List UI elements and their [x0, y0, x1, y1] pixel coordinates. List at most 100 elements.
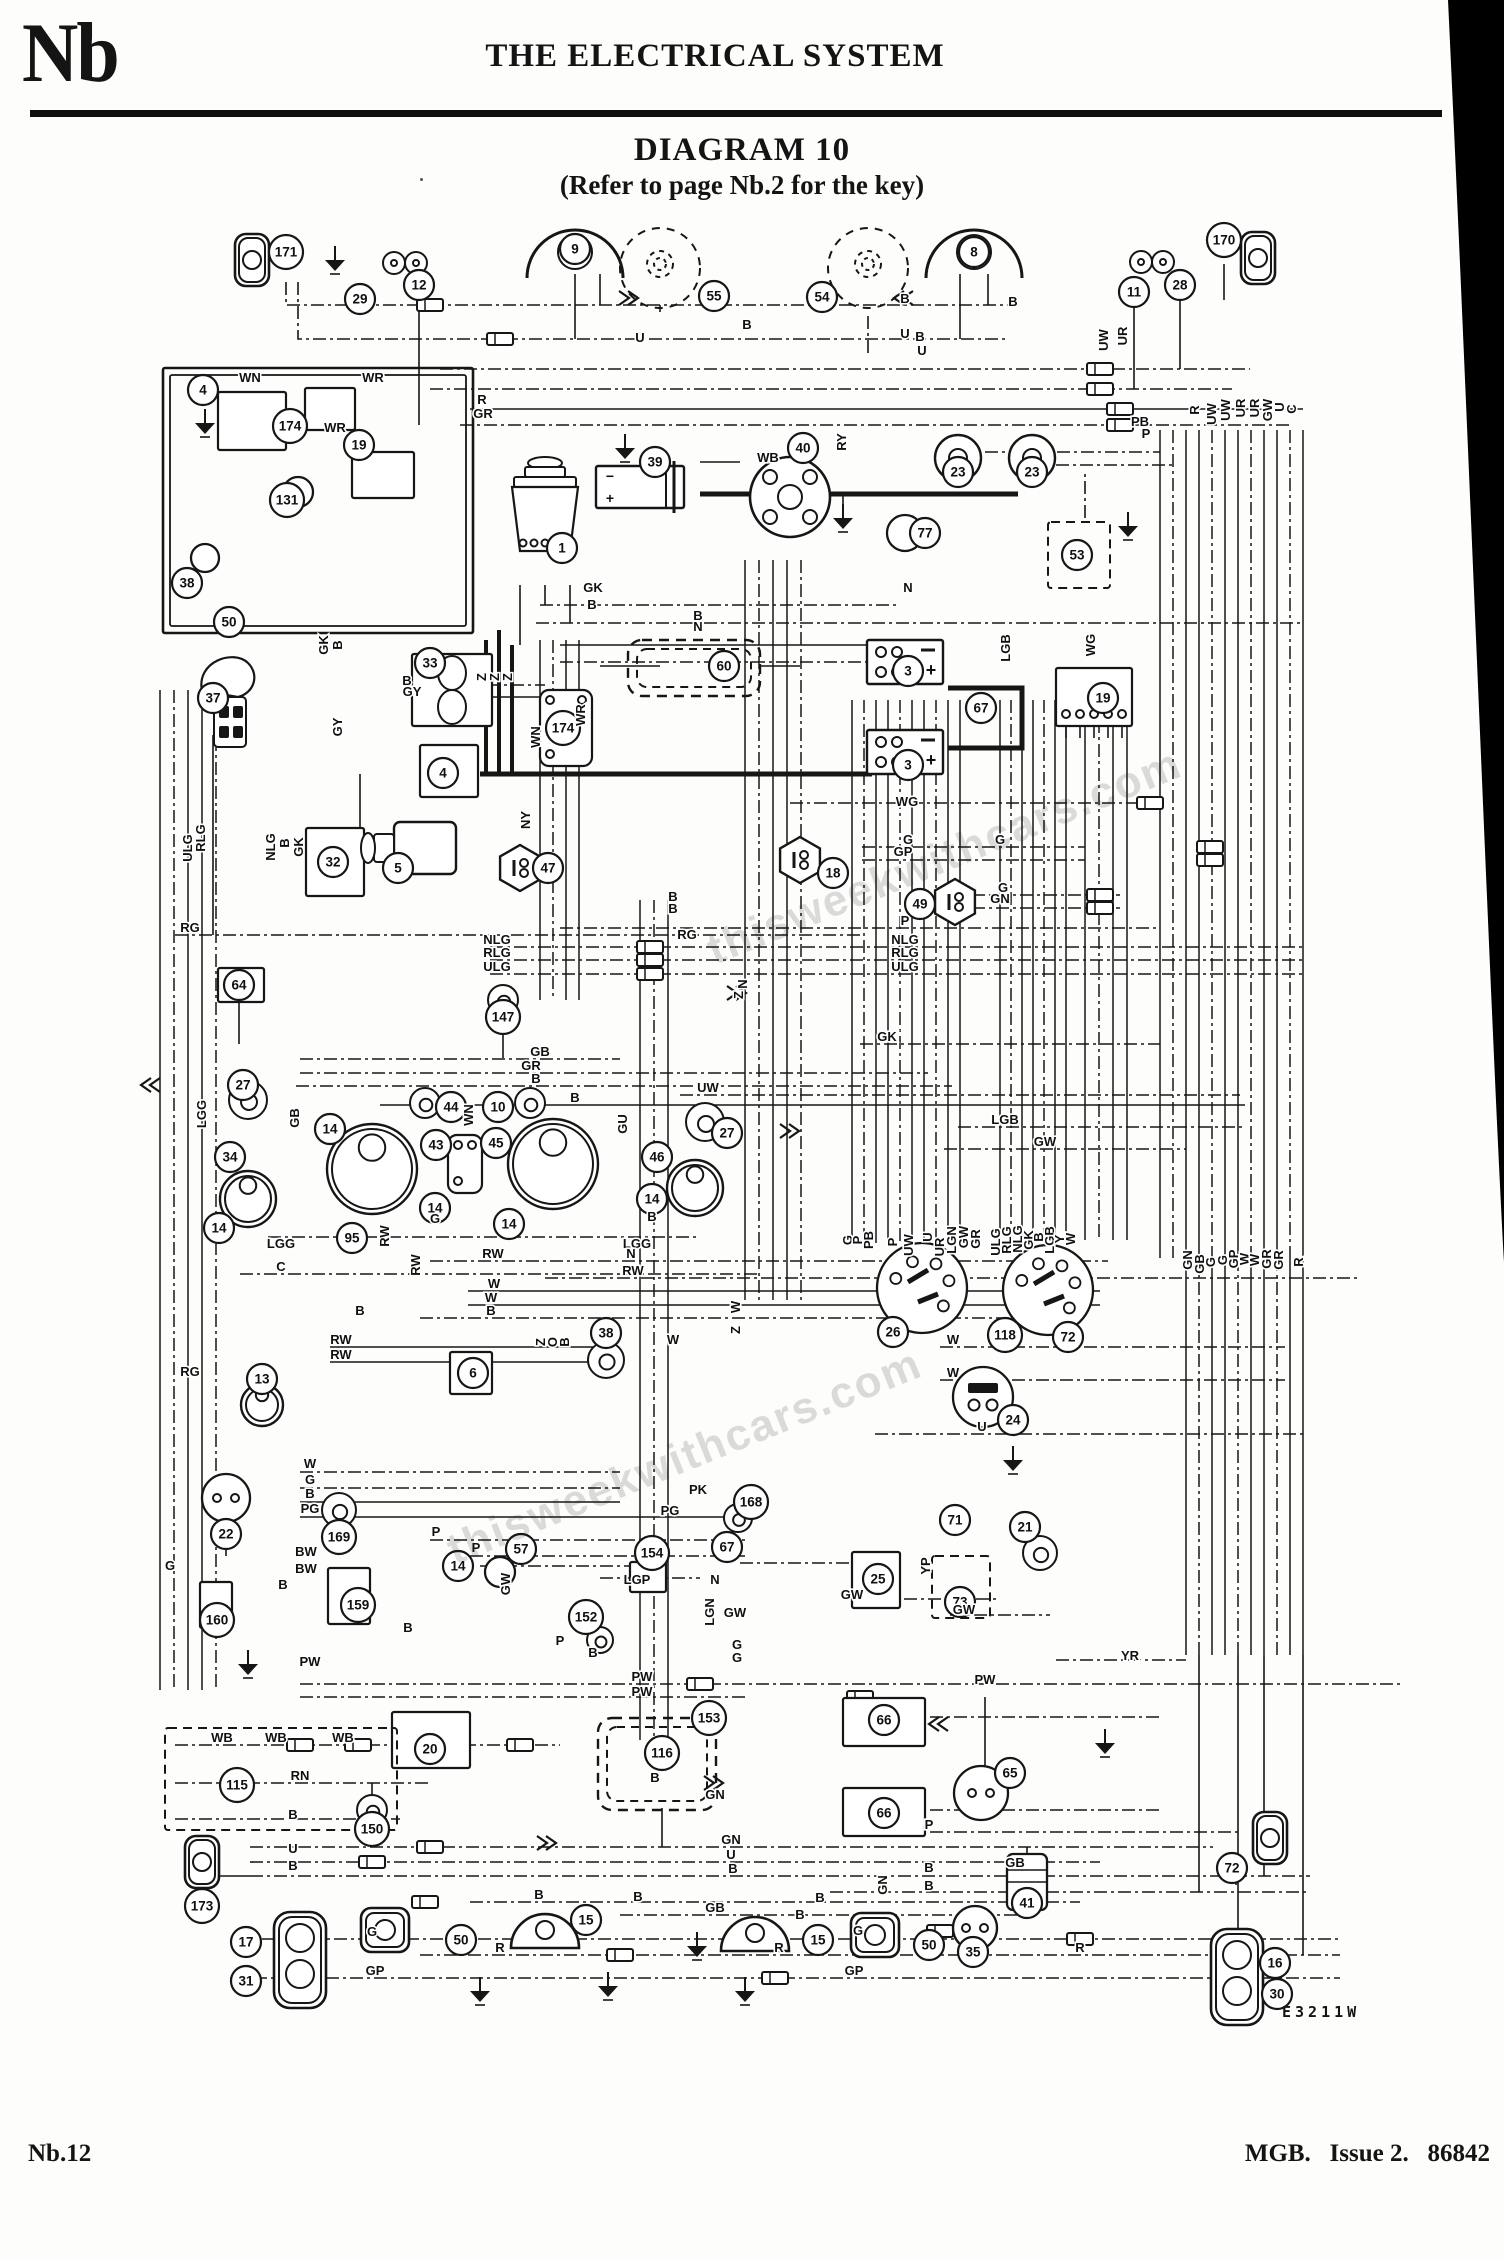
svg-text:WN: WN [528, 726, 543, 748]
svg-text:71: 71 [947, 1513, 963, 1528]
svg-text:PW: PW [975, 1672, 997, 1687]
svg-text:95: 95 [344, 1231, 360, 1246]
svg-text:PB: PB [1131, 414, 1149, 429]
scan-speck [420, 178, 423, 181]
svg-text:50: 50 [453, 1933, 468, 1948]
svg-text:14: 14 [644, 1192, 660, 1207]
svg-text:R: R [495, 1940, 505, 1955]
svg-text:Z: Z [500, 673, 515, 681]
svg-text:N: N [735, 979, 750, 988]
svg-text:+: + [926, 750, 937, 770]
svg-text:W: W [667, 1332, 680, 1347]
svg-text:B: B [277, 838, 292, 847]
svg-text:174: 174 [279, 419, 302, 434]
svg-text:24: 24 [1005, 1413, 1021, 1428]
svg-text:+: + [606, 490, 614, 506]
svg-text:60: 60 [716, 659, 731, 674]
scan-artifact-wedge [1448, 0, 1504, 1262]
svg-text:R: R [1075, 1940, 1085, 1955]
wire-lines [139, 246, 1400, 2006]
svg-text:118: 118 [994, 1328, 1016, 1343]
svg-text:GB: GB [1005, 1855, 1025, 1870]
svg-text:P: P [472, 1540, 481, 1555]
svg-text:Z: Z [487, 673, 502, 681]
svg-text:RY: RY [834, 433, 849, 451]
svg-text:65: 65 [1002, 1766, 1018, 1781]
component-symbols: − + + + [161, 227, 1289, 2027]
svg-text:LGG: LGG [623, 1236, 651, 1251]
svg-text:B: B [924, 1860, 933, 1875]
svg-text:G: G [903, 832, 913, 847]
svg-text:B: B [402, 673, 411, 688]
svg-text:GP: GP [366, 1963, 385, 1978]
svg-text:PW: PW [632, 1684, 654, 1699]
svg-text:66: 66 [876, 1713, 892, 1728]
svg-text:1: 1 [558, 541, 566, 556]
svg-text:RW: RW [408, 1254, 423, 1276]
svg-text:GW: GW [956, 1225, 971, 1248]
svg-text:B: B [924, 1878, 933, 1893]
svg-text:U: U [917, 343, 926, 358]
svg-text:YR: YR [1121, 1648, 1140, 1663]
svg-text:25: 25 [870, 1572, 886, 1587]
svg-text:C: C [1284, 404, 1299, 414]
svg-text:19: 19 [1095, 691, 1110, 706]
svg-text:W: W [1063, 1232, 1078, 1245]
svg-text:RW: RW [622, 1263, 644, 1278]
svg-text:PK: PK [689, 1482, 708, 1497]
svg-text:UR: UR [1115, 326, 1130, 345]
svg-text:41: 41 [1019, 1896, 1035, 1911]
svg-text:B: B [647, 1209, 656, 1224]
svg-text:G: G [853, 1923, 863, 1938]
svg-text:WB: WB [211, 1730, 233, 1745]
svg-text:34: 34 [222, 1150, 238, 1165]
svg-text:B: B [693, 608, 702, 623]
svg-text:Z: Z [728, 1326, 743, 1334]
svg-text:43: 43 [428, 1138, 444, 1153]
header-rule [30, 110, 1442, 117]
svg-text:PG: PG [301, 1501, 320, 1516]
svg-text:11: 11 [1127, 285, 1142, 300]
svg-text:9: 9 [571, 242, 579, 257]
svg-text:GB: GB [530, 1044, 550, 1059]
svg-text:GN: GN [875, 1875, 890, 1895]
svg-text:WR: WR [573, 704, 588, 726]
svg-text:B: B [330, 640, 345, 649]
svg-text:B: B [355, 1303, 364, 1318]
svg-text:GK: GK [291, 837, 306, 857]
svg-text:LGB: LGB [998, 634, 1013, 661]
svg-text:29: 29 [352, 292, 367, 307]
svg-text:GR: GR [1271, 1250, 1286, 1270]
svg-text:W: W [1247, 1253, 1262, 1266]
svg-text:B: B [403, 1620, 412, 1635]
svg-text:N: N [693, 619, 702, 634]
svg-text:G: G [165, 1558, 175, 1573]
diagram-title: DIAGRAM 10 [633, 132, 851, 168]
svg-text:RG: RG [180, 1364, 200, 1379]
svg-text:B: B [915, 329, 924, 344]
svg-text:−: − [606, 468, 614, 484]
svg-text:W: W [947, 1332, 960, 1347]
svg-text:N: N [903, 580, 912, 595]
svg-text:131: 131 [276, 493, 299, 508]
svg-text:LGB: LGB [1042, 1226, 1057, 1253]
svg-text:47: 47 [540, 861, 555, 876]
svg-text:LGB: LGB [991, 1112, 1018, 1127]
svg-text:159: 159 [347, 1598, 370, 1613]
svg-text:+: + [926, 660, 937, 680]
footer-imprint: MGB. Issue 2. 86842 [1244, 2140, 1490, 2167]
svg-text:10: 10 [490, 1100, 505, 1115]
svg-text:67: 67 [973, 701, 988, 716]
svg-text:18: 18 [825, 866, 841, 881]
svg-text:U: U [920, 1232, 935, 1241]
svg-text:RLG: RLG [193, 824, 208, 851]
svg-text:4: 4 [439, 766, 447, 781]
svg-text:50: 50 [221, 615, 236, 630]
svg-text:GP: GP [894, 844, 913, 859]
svg-text:G: G [998, 880, 1008, 895]
svg-text:B: B [650, 1770, 659, 1785]
svg-text:12: 12 [411, 278, 426, 293]
svg-text:B: B [668, 889, 677, 904]
svg-text:67: 67 [719, 1540, 734, 1555]
